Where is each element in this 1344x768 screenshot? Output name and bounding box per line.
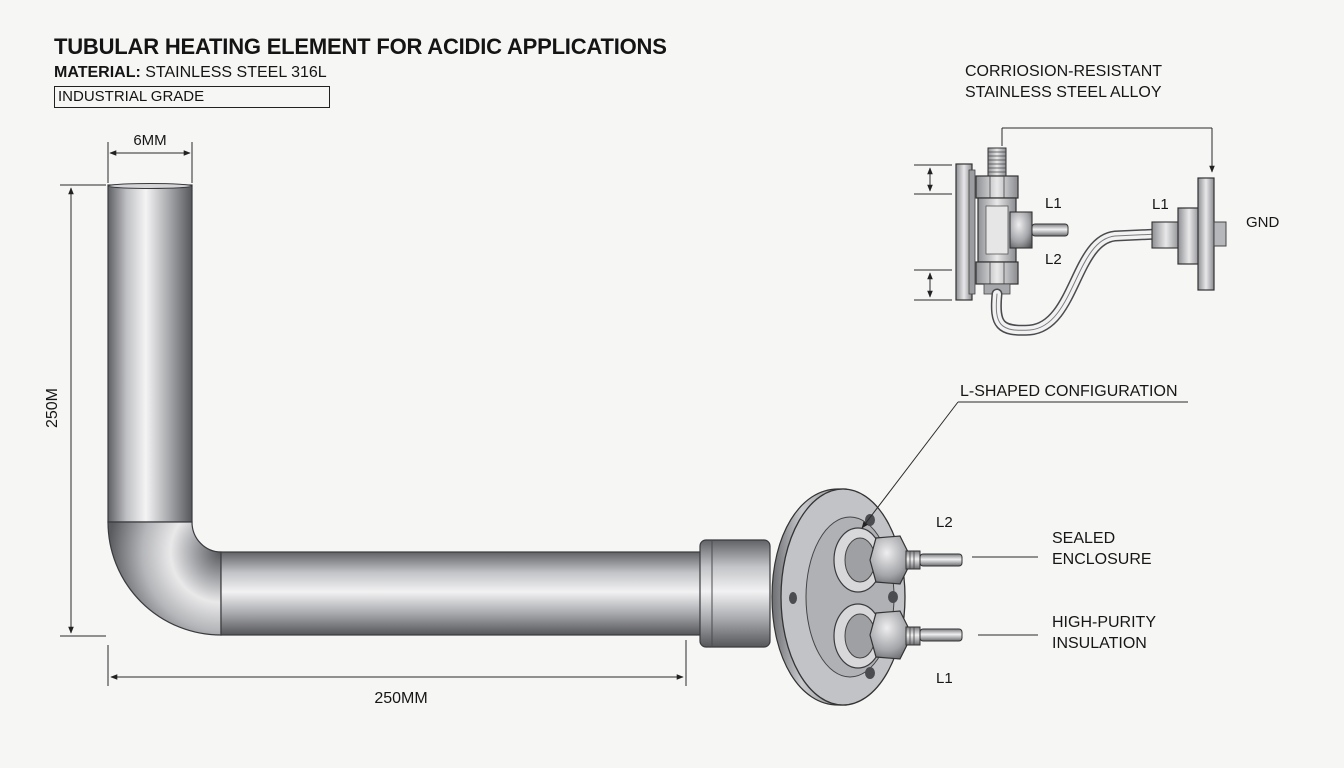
detail-terminal-l1-label: L1 [1045, 195, 1062, 212]
vertical-tube-section [107, 184, 193, 523]
tube-bend [107, 521, 222, 636]
detail-gnd-label: GND [1246, 214, 1280, 231]
collar [699, 539, 771, 648]
callout-leaders [861, 401, 1188, 636]
horizontal-tube-section [220, 551, 709, 636]
material-label: MATERIAL: [54, 64, 141, 81]
bolt-hole [888, 591, 898, 603]
alloy-callout-line1: CORRIOSION-RESISTANT [965, 63, 1162, 80]
bolt-hole [865, 667, 875, 679]
terminal-nut [869, 535, 913, 585]
horizontal-dimension-label: 250MM [374, 690, 427, 707]
terminal-pin [919, 628, 963, 642]
terminal-detail-view [914, 127, 1227, 336]
bolt-hole [865, 514, 875, 526]
diameter-dimension-label: 6MM [133, 132, 166, 149]
detail-side-pin [1031, 223, 1069, 237]
insulation-callout-line2: INSULATION [1052, 635, 1147, 652]
detail-right-l1-label: L1 [1152, 196, 1169, 213]
dimension-lines [60, 142, 687, 686]
alloy-callout-leader [1001, 127, 1215, 173]
sealed-callout-line2: ENCLOSURE [1052, 551, 1152, 568]
detail-right-fitting [1177, 207, 1201, 265]
material-spec: MATERIAL: STAINLESS STEEL 316L [54, 64, 327, 82]
detail-right-plate [1197, 177, 1215, 291]
detail-cable-connector [1151, 221, 1181, 249]
tube-end-cap [107, 183, 193, 189]
flange-terminal-l1-label: L1 [936, 670, 953, 687]
terminal-pin [919, 553, 963, 567]
terminal-upper [833, 527, 963, 593]
detail-threaded-stud [987, 147, 1007, 179]
detail-side-nut [1009, 211, 1033, 249]
detail-cable [990, 228, 1164, 336]
grade-badge: INDUSTRIAL GRADE [54, 86, 330, 108]
configuration-callout: L-SHAPED CONFIGURATION [960, 383, 1178, 400]
flange-assembly [699, 488, 963, 706]
material-value: STAINLESS STEEL 316L [145, 64, 327, 81]
detail-dimension-ticks [914, 164, 952, 301]
bolt-hole [789, 592, 797, 604]
diagram-title: TUBULAR HEATING ELEMENT FOR ACIDIC APPLI… [54, 34, 667, 59]
terminal-nut [869, 610, 913, 660]
sealed-callout-line1: SEALED [1052, 530, 1115, 547]
flange-terminal-l2-label: L2 [936, 514, 953, 531]
detail-bottom-nut [975, 261, 1019, 285]
insulation-callout-line1: HIGH-PURITY [1052, 614, 1156, 631]
alloy-callout-line2: STAINLESS STEEL ALLOY [965, 84, 1162, 101]
detail-terminal-l2-label: L2 [1045, 251, 1062, 268]
heating-tube [107, 183, 709, 636]
detail-top-nut [975, 175, 1019, 199]
terminal-lower [833, 603, 963, 669]
vertical-dimension-label: 250M [44, 388, 61, 428]
